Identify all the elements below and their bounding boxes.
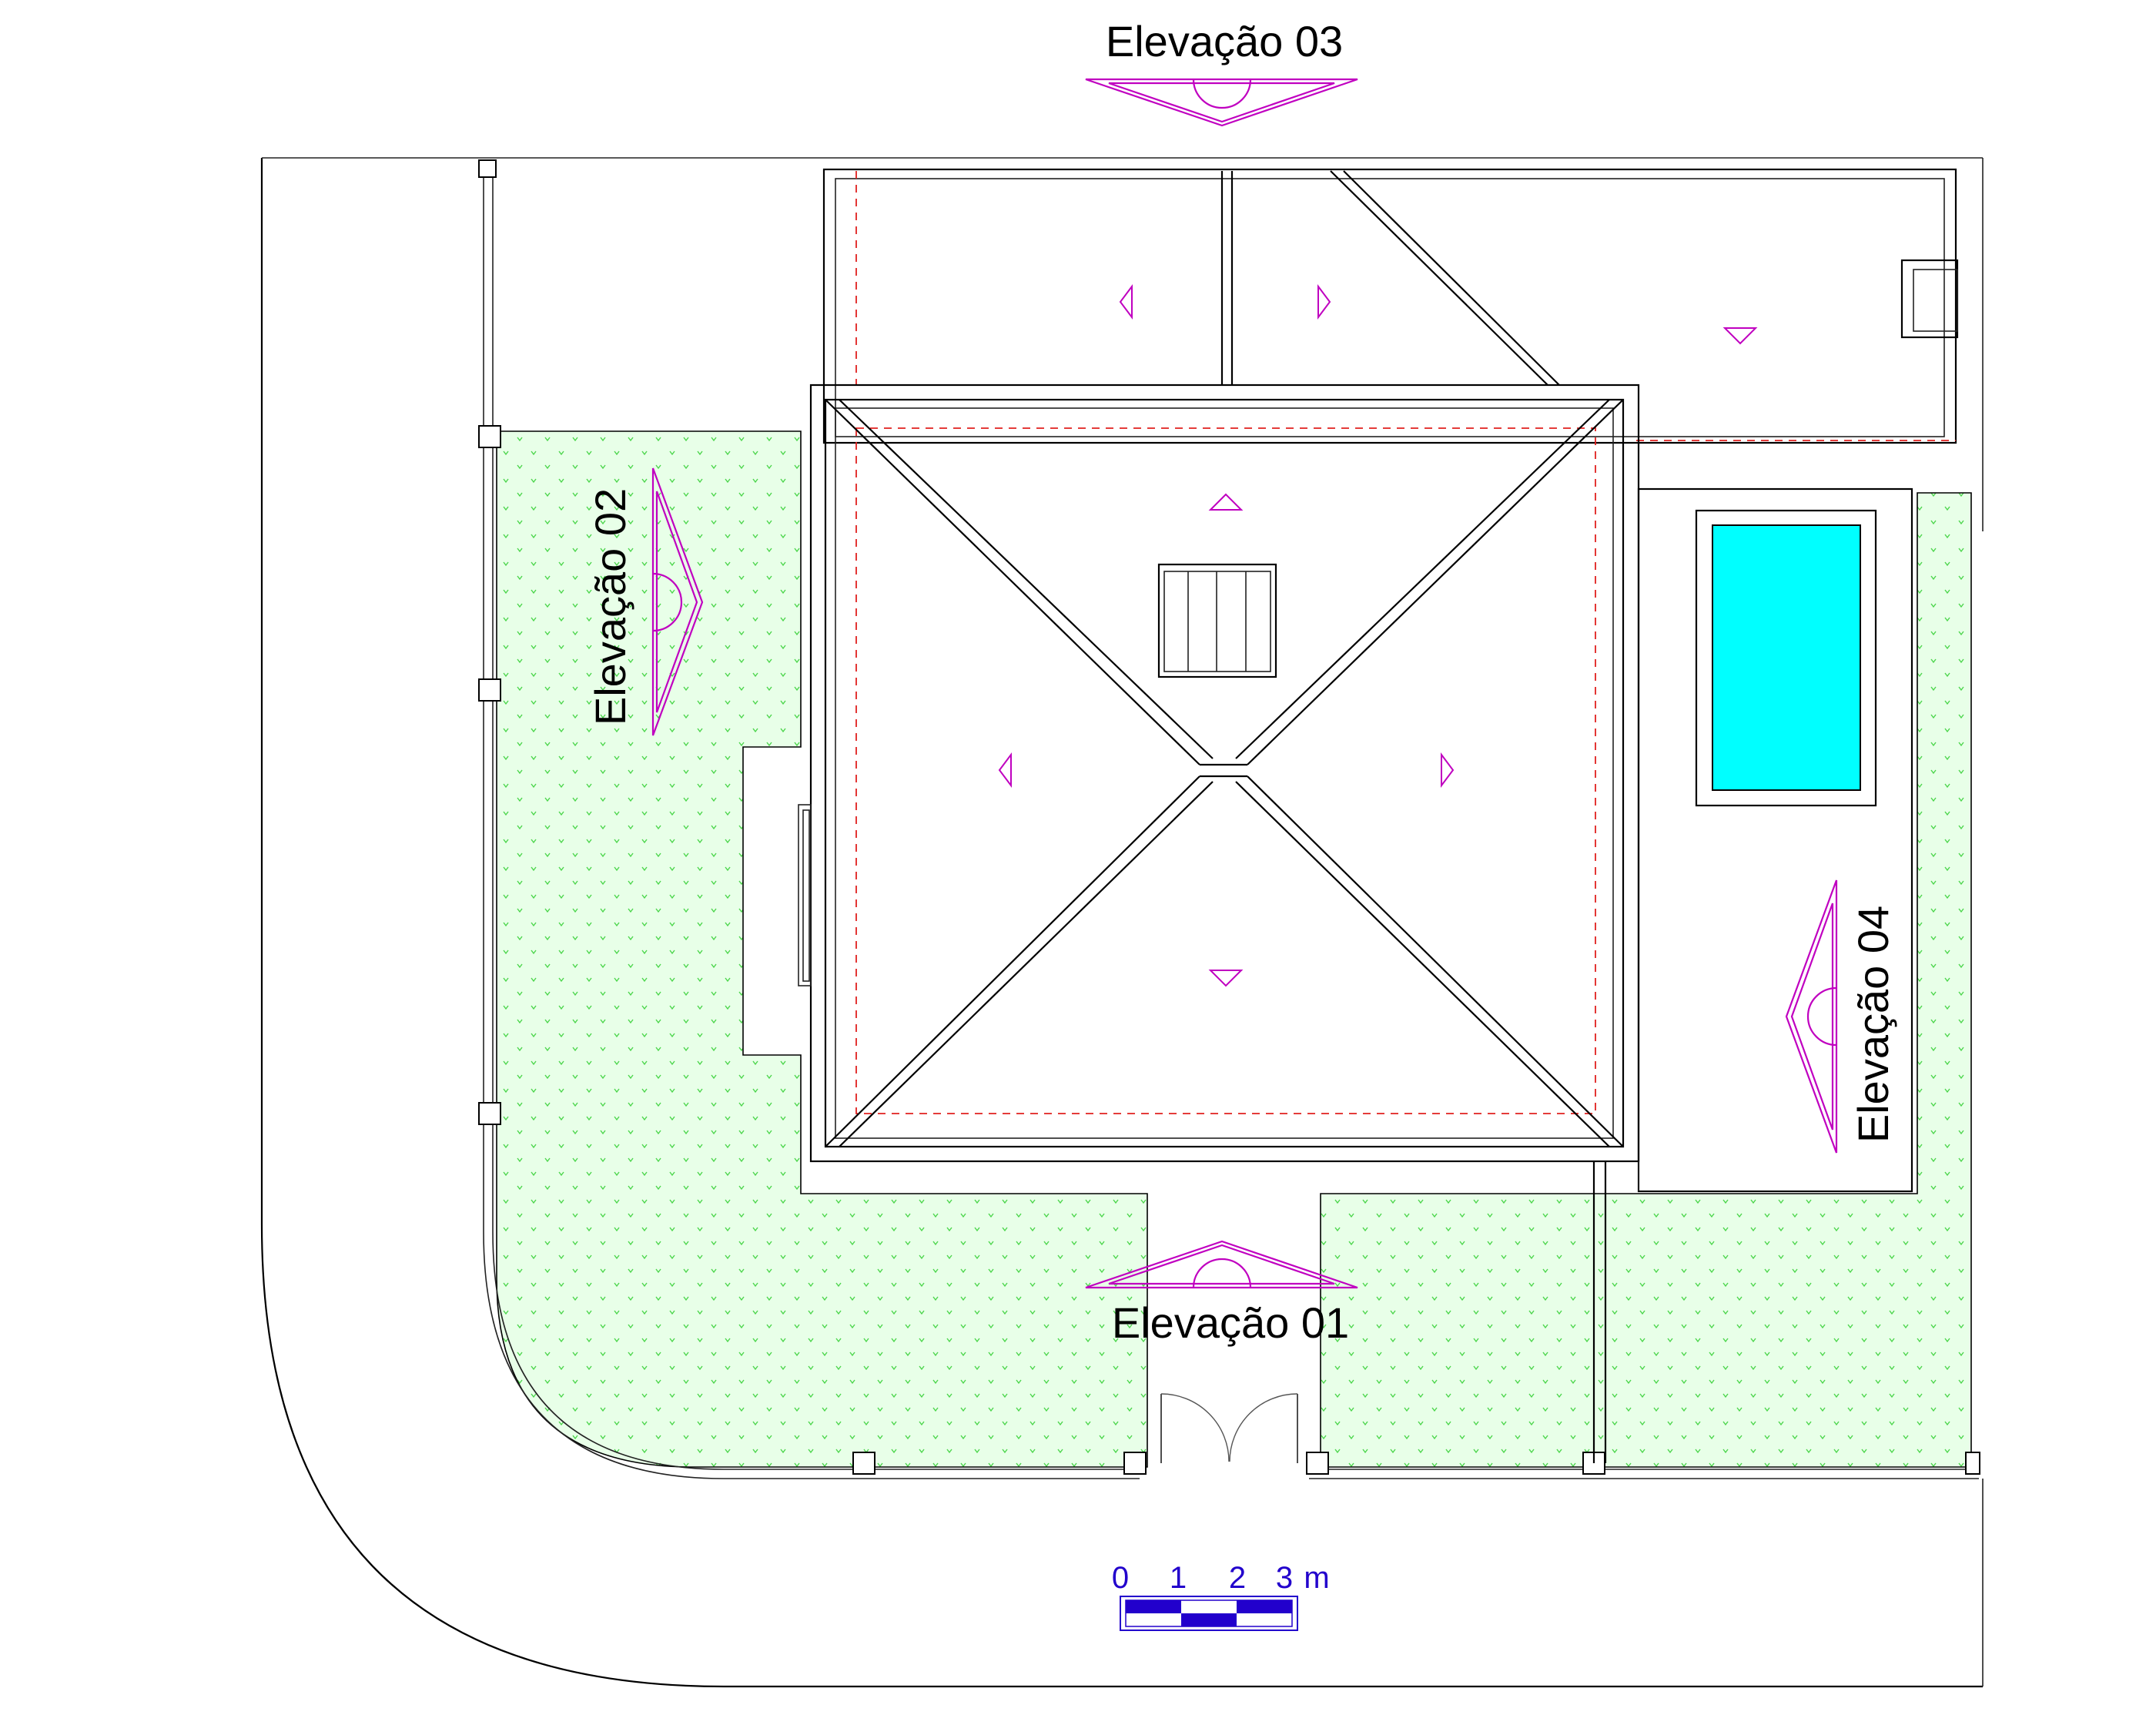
scale-unit: m bbox=[1304, 1561, 1329, 1595]
fence-post bbox=[478, 159, 497, 178]
fence-post bbox=[1306, 1452, 1329, 1475]
fence-post bbox=[1965, 1452, 1980, 1475]
west-fence bbox=[478, 159, 1980, 1479]
fence-post bbox=[478, 425, 501, 448]
elevation-label-01: Elevação 01 bbox=[1112, 1298, 1349, 1347]
fence-post bbox=[1123, 1452, 1147, 1475]
fence-post bbox=[478, 1102, 501, 1125]
scale-tick-3: 3 bbox=[1276, 1561, 1293, 1595]
elevation-marker-04: Elevação 04 bbox=[1785, 879, 1897, 1154]
lawn-west bbox=[496, 430, 1148, 1468]
elevation-label-04: Elevação 04 bbox=[1849, 906, 1897, 1143]
pool bbox=[1712, 524, 1861, 791]
scale-tick-2: 2 bbox=[1229, 1561, 1246, 1595]
pool-area bbox=[1592, 487, 1913, 1463]
elevation-marker-03: Elevação 03 bbox=[1085, 17, 1358, 127]
scale-tick-1: 1 bbox=[1170, 1561, 1187, 1595]
entrance-gate bbox=[1160, 1393, 1298, 1463]
elevation-marker-02: Elevação 02 bbox=[586, 467, 704, 736]
fence-post bbox=[852, 1452, 875, 1475]
elevation-label-03: Elevação 03 bbox=[1106, 17, 1343, 65]
scale-bar: 0 1 2 3 m bbox=[1112, 1561, 1330, 1631]
elevation-marker-01: Elevação 01 bbox=[1085, 1240, 1358, 1347]
north-wing bbox=[822, 168, 1959, 444]
fence-post bbox=[478, 678, 501, 702]
lot-boundary bbox=[260, 157, 1984, 1688]
main-house-roof bbox=[798, 384, 1640, 1163]
scale-tick-0: 0 bbox=[1112, 1561, 1129, 1595]
elevation-label-02: Elevação 02 bbox=[586, 488, 634, 725]
